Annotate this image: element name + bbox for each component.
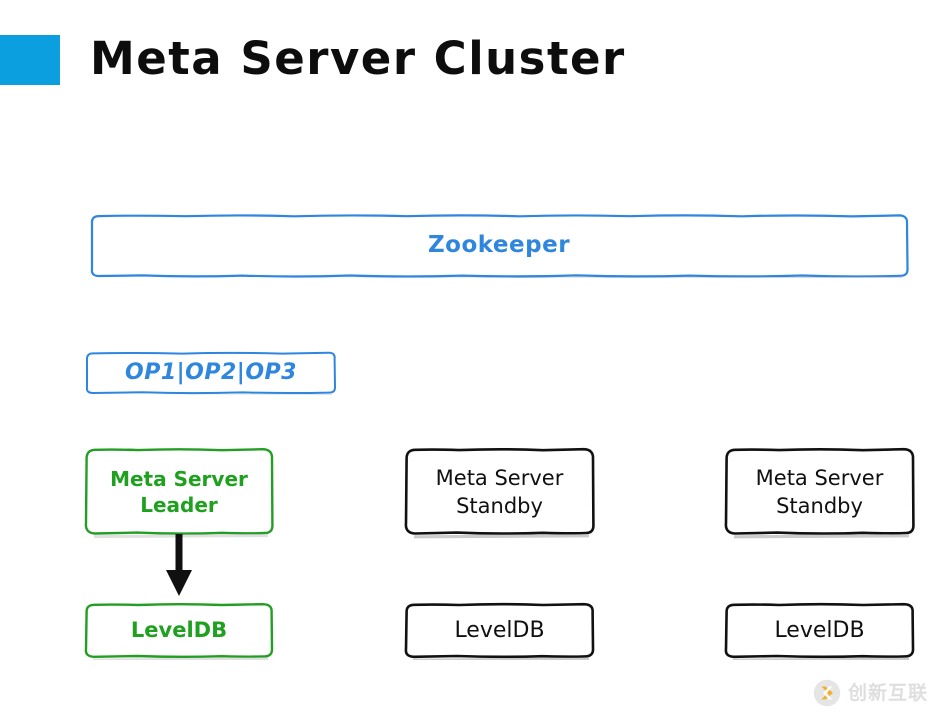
cx-logo-icon [813,679,841,707]
leveldb-leader-label: LevelDB [130,618,228,642]
watermark-text: 创新互联 [848,682,929,704]
page-title: Meta Server Cluster [90,32,626,85]
meta-server-standby-1-label: Meta Server Standby [435,465,564,518]
leveldb-standby-1-box[interactable]: LevelDB [402,600,597,660]
leveldb-standby-2-box[interactable]: LevelDB [722,600,917,660]
meta-server-standby-1-box[interactable]: Meta Server Standby [402,443,597,540]
ops-label: OP1|OP2|OP3 [125,360,297,385]
leveldb-leader-box[interactable]: LevelDB [82,600,276,660]
watermark: 创新互联 [812,676,938,710]
ops-box[interactable]: OP1|OP2|OP3 [82,350,340,395]
title-accent-square [0,35,60,85]
meta-server-leader-label: Meta Server Leader [110,466,248,517]
meta-server-standby-2-label: Meta Server Standby [755,465,884,518]
zookeeper-box[interactable]: Zookeeper [82,212,916,278]
meta-server-leader-box[interactable]: Meta Server Leader [82,443,276,540]
leader-to-leveldb-arrow-icon [166,534,192,596]
zookeeper-label: Zookeeper [427,232,571,258]
leveldb-standby-2-label: LevelDB [774,617,865,643]
leveldb-standby-1-label: LevelDB [454,617,545,643]
meta-server-standby-2-box[interactable]: Meta Server Standby [722,443,917,540]
